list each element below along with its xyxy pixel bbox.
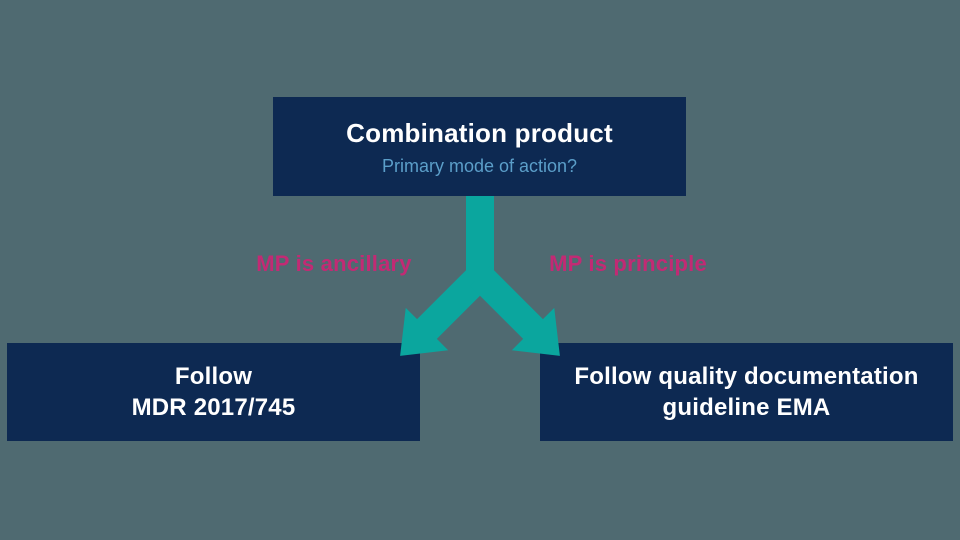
outcome-mdr-line2: MDR 2017/745 [131,394,296,421]
outcome-ema-line1: Follow quality documentation [574,363,919,390]
outcome-mdr-line1: Follow [174,363,253,390]
outcome-box-ema: Follow quality documentation guideline E… [540,343,953,441]
combination-product-title: Combination product [346,117,613,148]
outcome-ema-line2: guideline EMA [662,394,831,421]
branch-label-mp-ancillary: MP is ancillary [256,251,412,276]
outcome-box-mdr: Follow MDR 2017/745 [7,343,420,441]
arrow-stem [466,196,494,290]
branch-label-mp-principle: MP is principle [549,251,707,276]
primary-mode-question: Primary mode of action? [381,155,578,176]
combination-product-box: Combination product Primary mode of acti… [273,97,686,196]
